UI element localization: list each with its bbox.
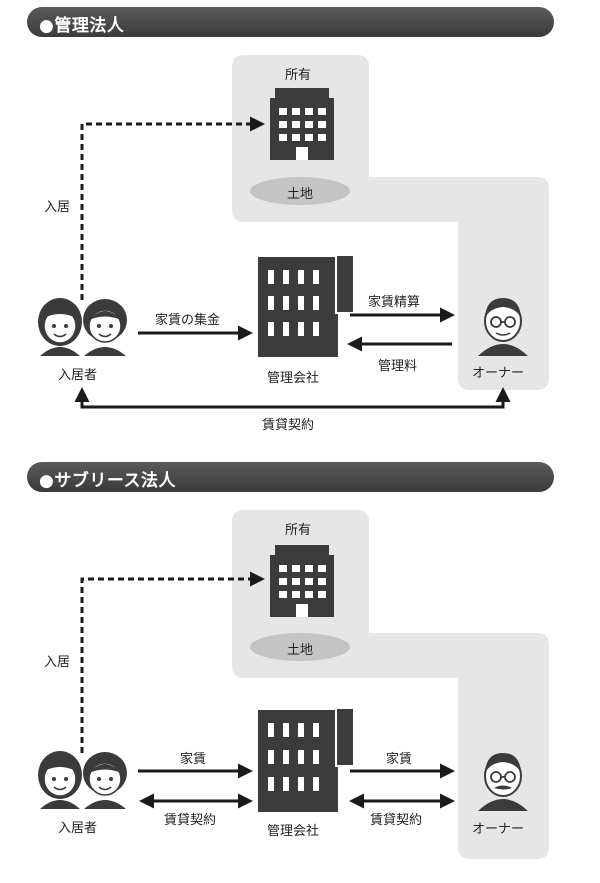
tenants-icon: [38, 298, 127, 356]
rent-settlement-label: 家賃精算: [368, 295, 421, 310]
management-fee-label: 管理料: [378, 359, 418, 374]
section-title: ●管理法人: [39, 16, 125, 36]
building-icon: [270, 88, 334, 160]
ownership-label: 所有: [285, 68, 312, 83]
ownership-label: 所有: [285, 523, 312, 538]
section-sublease-corporation: ●サブリース法人: [0, 453, 600, 883]
company-label: 管理会社: [267, 371, 320, 386]
company-building-icon: [258, 254, 355, 357]
move-in-label: 入居: [44, 200, 71, 215]
move-in-dashed-arrow: [80, 116, 265, 300]
owner-label: オーナー: [472, 366, 525, 381]
move-in-label: 入居: [44, 655, 71, 670]
tenants-label: 入居者: [58, 821, 98, 836]
management-diagram: [38, 55, 549, 409]
lease-label-left: 賃貸契約: [164, 813, 217, 828]
company-building-icon: [258, 707, 355, 812]
tenants-label: 入居者: [58, 368, 98, 383]
lease-contract-label: 賃貸契約: [262, 418, 315, 433]
section-header: ●サブリース法人: [27, 462, 554, 492]
land-oval: [250, 633, 350, 661]
owner-icon: [478, 298, 528, 356]
rent-collection-label: 家賃の集金: [155, 313, 221, 328]
rent-label-left: 家賃: [180, 752, 207, 767]
building-icon: [270, 545, 334, 617]
rent-label-right: 家賃: [386, 752, 413, 767]
land-label: 土地: [287, 187, 314, 202]
section-management-corporation: ●管理法人: [0, 0, 600, 433]
land-label: 土地: [287, 643, 314, 658]
section-header: ●管理法人: [27, 7, 554, 37]
owner-icon: [478, 753, 528, 811]
owner-label: オーナー: [472, 822, 525, 837]
sublease-diagram: [38, 510, 549, 859]
lease-label-right: 賃貸契約: [370, 813, 423, 828]
lease-contract-arrow: [74, 387, 511, 409]
company-label: 管理会社: [267, 824, 320, 839]
tenants-icon: [38, 751, 127, 809]
section-title: ●サブリース法人: [39, 471, 176, 491]
land-oval: [250, 177, 350, 205]
move-in-dashed-arrow: [80, 571, 265, 753]
